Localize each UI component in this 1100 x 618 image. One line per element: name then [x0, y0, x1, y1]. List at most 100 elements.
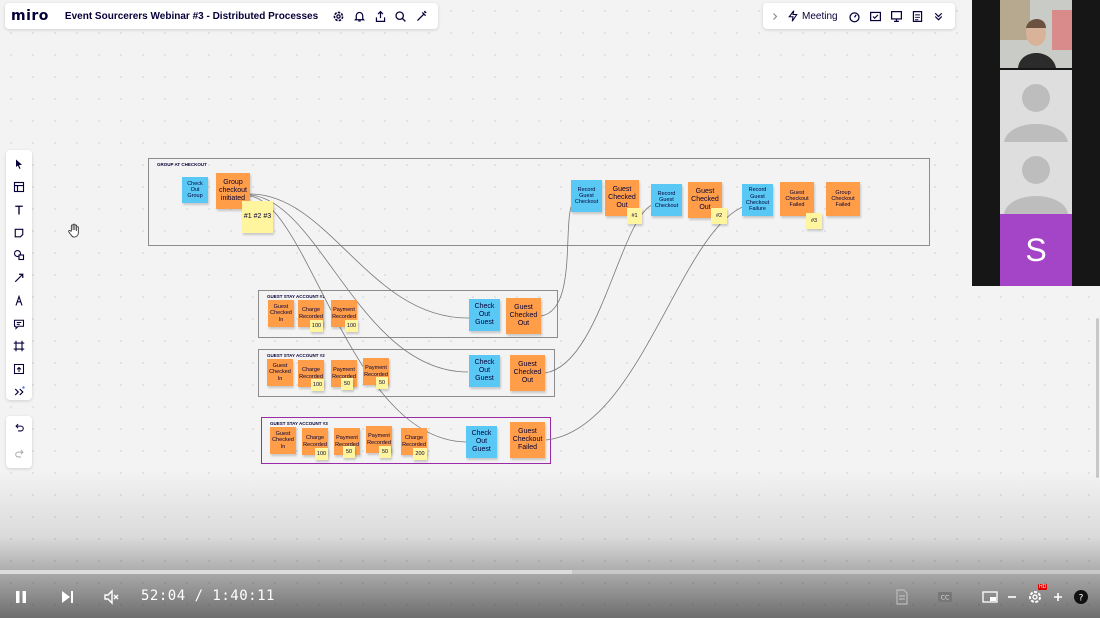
participant-tile-3[interactable] [1000, 142, 1072, 214]
frame-title: Group at checkout [157, 162, 207, 167]
player-gradient-overlay [0, 470, 1100, 618]
select-icon[interactable] [9, 156, 29, 173]
board-title[interactable]: Event Sourcerers Webinar #3 - Distribute… [64, 10, 319, 22]
mute-button[interactable] [100, 586, 122, 608]
sticky-group-checkout-failed[interactable]: Group Checkout Failed [826, 182, 860, 216]
captions-button[interactable]: CC [934, 586, 956, 608]
video-player-controls: 52:04 / 1:40:11 CC HD ? [0, 582, 1100, 612]
sticky-record-guest-checkout-1[interactable]: Record Guest Checkout [571, 180, 602, 212]
participant-tile-2[interactable] [1000, 70, 1072, 142]
comment-icon[interactable] [9, 315, 29, 332]
svg-text:CC: CC [941, 595, 949, 602]
closed-captions-icon: CC [938, 592, 952, 602]
search-icon[interactable] [390, 6, 411, 26]
frame-icon[interactable] [9, 338, 29, 355]
redo-icon[interactable] [14, 446, 25, 464]
sticky-check-out-guest[interactable]: Check Out Guest [466, 426, 497, 458]
transcript-icon [896, 589, 908, 605]
zoom-in-button[interactable] [1050, 586, 1066, 608]
sticky-guest-checked-in[interactable]: Guest Checked In [270, 427, 296, 454]
sticky-amount[interactable]: 100 [345, 320, 358, 332]
video-participants-panel: S [972, 0, 1100, 286]
text-icon[interactable] [9, 201, 29, 218]
sticky-guest-checked-in[interactable]: Guest Checked In [268, 300, 294, 327]
participant-tile-initial[interactable]: S [1000, 214, 1072, 286]
sticky-amount[interactable]: 50 [376, 377, 388, 389]
sticky-amount[interactable]: 50 [379, 446, 391, 458]
sticky-tag-3[interactable]: #3 [806, 213, 822, 229]
vertical-scrollbar[interactable] [1096, 318, 1099, 478]
sticky-guest-checked-out[interactable]: Guest Checked Out [510, 355, 545, 391]
hand-cursor-icon [68, 223, 79, 238]
sticky-guest-checked-in[interactable]: Guest Checked In [267, 359, 293, 386]
timer-icon[interactable] [844, 6, 865, 26]
sticky-check-out-guest[interactable]: Check Out Guest [469, 355, 500, 387]
notes-icon[interactable] [907, 6, 928, 26]
sticky-tag-1[interactable]: #1 [627, 208, 642, 224]
sticky-record-guest-checkout-failure[interactable]: Record Guest Checkout Failure [742, 184, 773, 216]
sticky-check-out-group[interactable]: Check Out Group [182, 177, 208, 203]
zoom-out-button[interactable] [1004, 586, 1020, 608]
sticky-amount[interactable]: 200 [413, 448, 427, 460]
sticky-guest-checkout-failed[interactable]: Guest Checkout Failed [780, 182, 814, 216]
minus-icon [1008, 596, 1016, 598]
presentation-icon[interactable] [886, 6, 907, 26]
miniplayer-button[interactable] [980, 586, 1000, 608]
miro-logo[interactable]: miro [11, 8, 49, 24]
video-progress-fill [0, 570, 572, 574]
vote-icon[interactable] [865, 6, 886, 26]
shapes-icon[interactable] [9, 247, 29, 264]
quality-badge: HD [1038, 584, 1048, 590]
notifications-bell-icon[interactable] [349, 6, 370, 26]
share-upload-icon[interactable] [370, 6, 391, 26]
time-display: 52:04 / 1:40:11 [141, 588, 275, 604]
more-tools-icon[interactable] [9, 383, 29, 400]
table-icon[interactable] [9, 179, 29, 196]
sticky-amount[interactable]: 100 [315, 448, 328, 460]
pen-icon[interactable] [9, 292, 29, 309]
frame-title: Guest stay account #1 [267, 294, 325, 299]
pause-button[interactable] [10, 586, 32, 608]
undo-icon[interactable] [14, 420, 25, 438]
frame-title: Guest stay account #3 [270, 421, 328, 426]
skip-next-icon [62, 591, 73, 603]
sticky-amount[interactable]: 50 [343, 446, 355, 458]
participant-video-presenter[interactable] [1000, 0, 1072, 68]
collaboration-toolbar: Meeting [763, 3, 955, 29]
quality-settings-button[interactable]: HD [1024, 584, 1048, 608]
sticky-amount[interactable]: 100 [310, 320, 323, 332]
sticky-amount[interactable]: 50 [341, 378, 353, 390]
sticky-guest-checkout-failed[interactable]: Guest Checkout Failed [510, 422, 545, 458]
double-chevron-down-icon[interactable] [928, 6, 949, 26]
transcript-button[interactable] [892, 586, 912, 608]
sticky-guest-list[interactable]: #1 #2 #3 [242, 201, 273, 233]
lightning-icon [788, 10, 798, 22]
creation-toolbar [6, 150, 32, 400]
magic-apps-icon[interactable] [411, 6, 432, 26]
plus-icon [1054, 593, 1062, 601]
sticky-tag-2[interactable]: #2 [711, 208, 727, 224]
sticky-check-out-guest[interactable]: Check Out Guest [469, 299, 500, 331]
upload-icon[interactable] [9, 361, 29, 378]
undo-redo-panel [6, 416, 32, 468]
meeting-button[interactable]: Meeting [787, 10, 838, 22]
sticky-record-guest-checkout-2[interactable]: Record Guest Checkout [651, 184, 682, 216]
video-progress-bar[interactable] [0, 570, 1100, 574]
next-button[interactable] [56, 586, 78, 608]
arrow-icon[interactable] [9, 270, 29, 287]
settings-gear-icon[interactable] [328, 6, 349, 26]
user-avatar-icon [1004, 84, 1068, 142]
chevron-right-icon[interactable] [769, 6, 781, 26]
sticky-amount[interactable]: 100 [311, 379, 324, 391]
help-button[interactable]: ? [1072, 586, 1090, 608]
sticky-note-icon[interactable] [9, 224, 29, 241]
sticky-guest-checked-out[interactable]: Guest Checked Out [506, 298, 541, 334]
meeting-label: Meeting [802, 10, 838, 22]
help-icon: ? [1074, 590, 1088, 604]
user-avatar-icon [1004, 156, 1068, 214]
presenter-video-feed [1000, 0, 1072, 68]
settings-gear-icon [1029, 591, 1041, 603]
miniplayer-icon [982, 591, 998, 603]
frame-group-at-checkout[interactable]: Group at checkout [148, 158, 930, 246]
volume-muted-icon [104, 589, 119, 605]
